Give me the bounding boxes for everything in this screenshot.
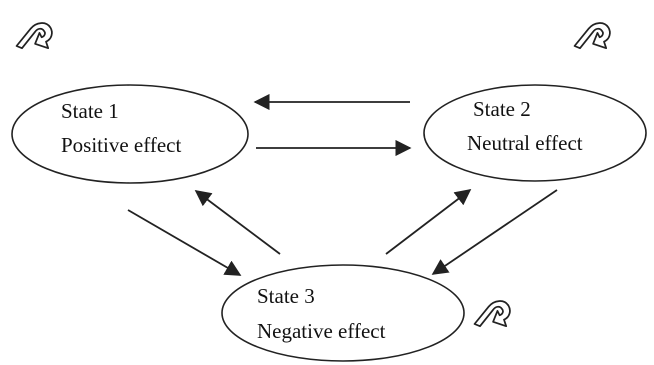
state-1-self-loop-icon [15, 22, 53, 50]
state-3-node: State 3 Negative effect [221, 264, 465, 362]
state-3-ellipse [221, 264, 465, 362]
state-2-node: State 2 Neutral effect [423, 84, 647, 182]
state-2-ellipse [423, 84, 647, 182]
state-3-title: State 3 [257, 284, 315, 308]
arrow-state2-to-state3 [431, 189, 558, 275]
state-1-ellipse [11, 84, 249, 184]
state-2-subtitle: Neutral effect [467, 131, 583, 155]
state-3-self-loop-icon [473, 300, 511, 328]
arrow-state3-to-state1 [194, 190, 281, 255]
state-1-subtitle: Positive effect [61, 133, 181, 157]
state-2-title: State 2 [473, 97, 531, 121]
state-3-subtitle: Negative effect [257, 319, 386, 343]
state-2-self-loop-icon [573, 22, 611, 50]
arrow-state3-to-state2 [385, 189, 472, 255]
state-1-title: State 1 [61, 99, 119, 123]
arrow-state1-to-state3 [127, 209, 242, 276]
state-1-node: State 1 Positive effect [11, 84, 249, 184]
